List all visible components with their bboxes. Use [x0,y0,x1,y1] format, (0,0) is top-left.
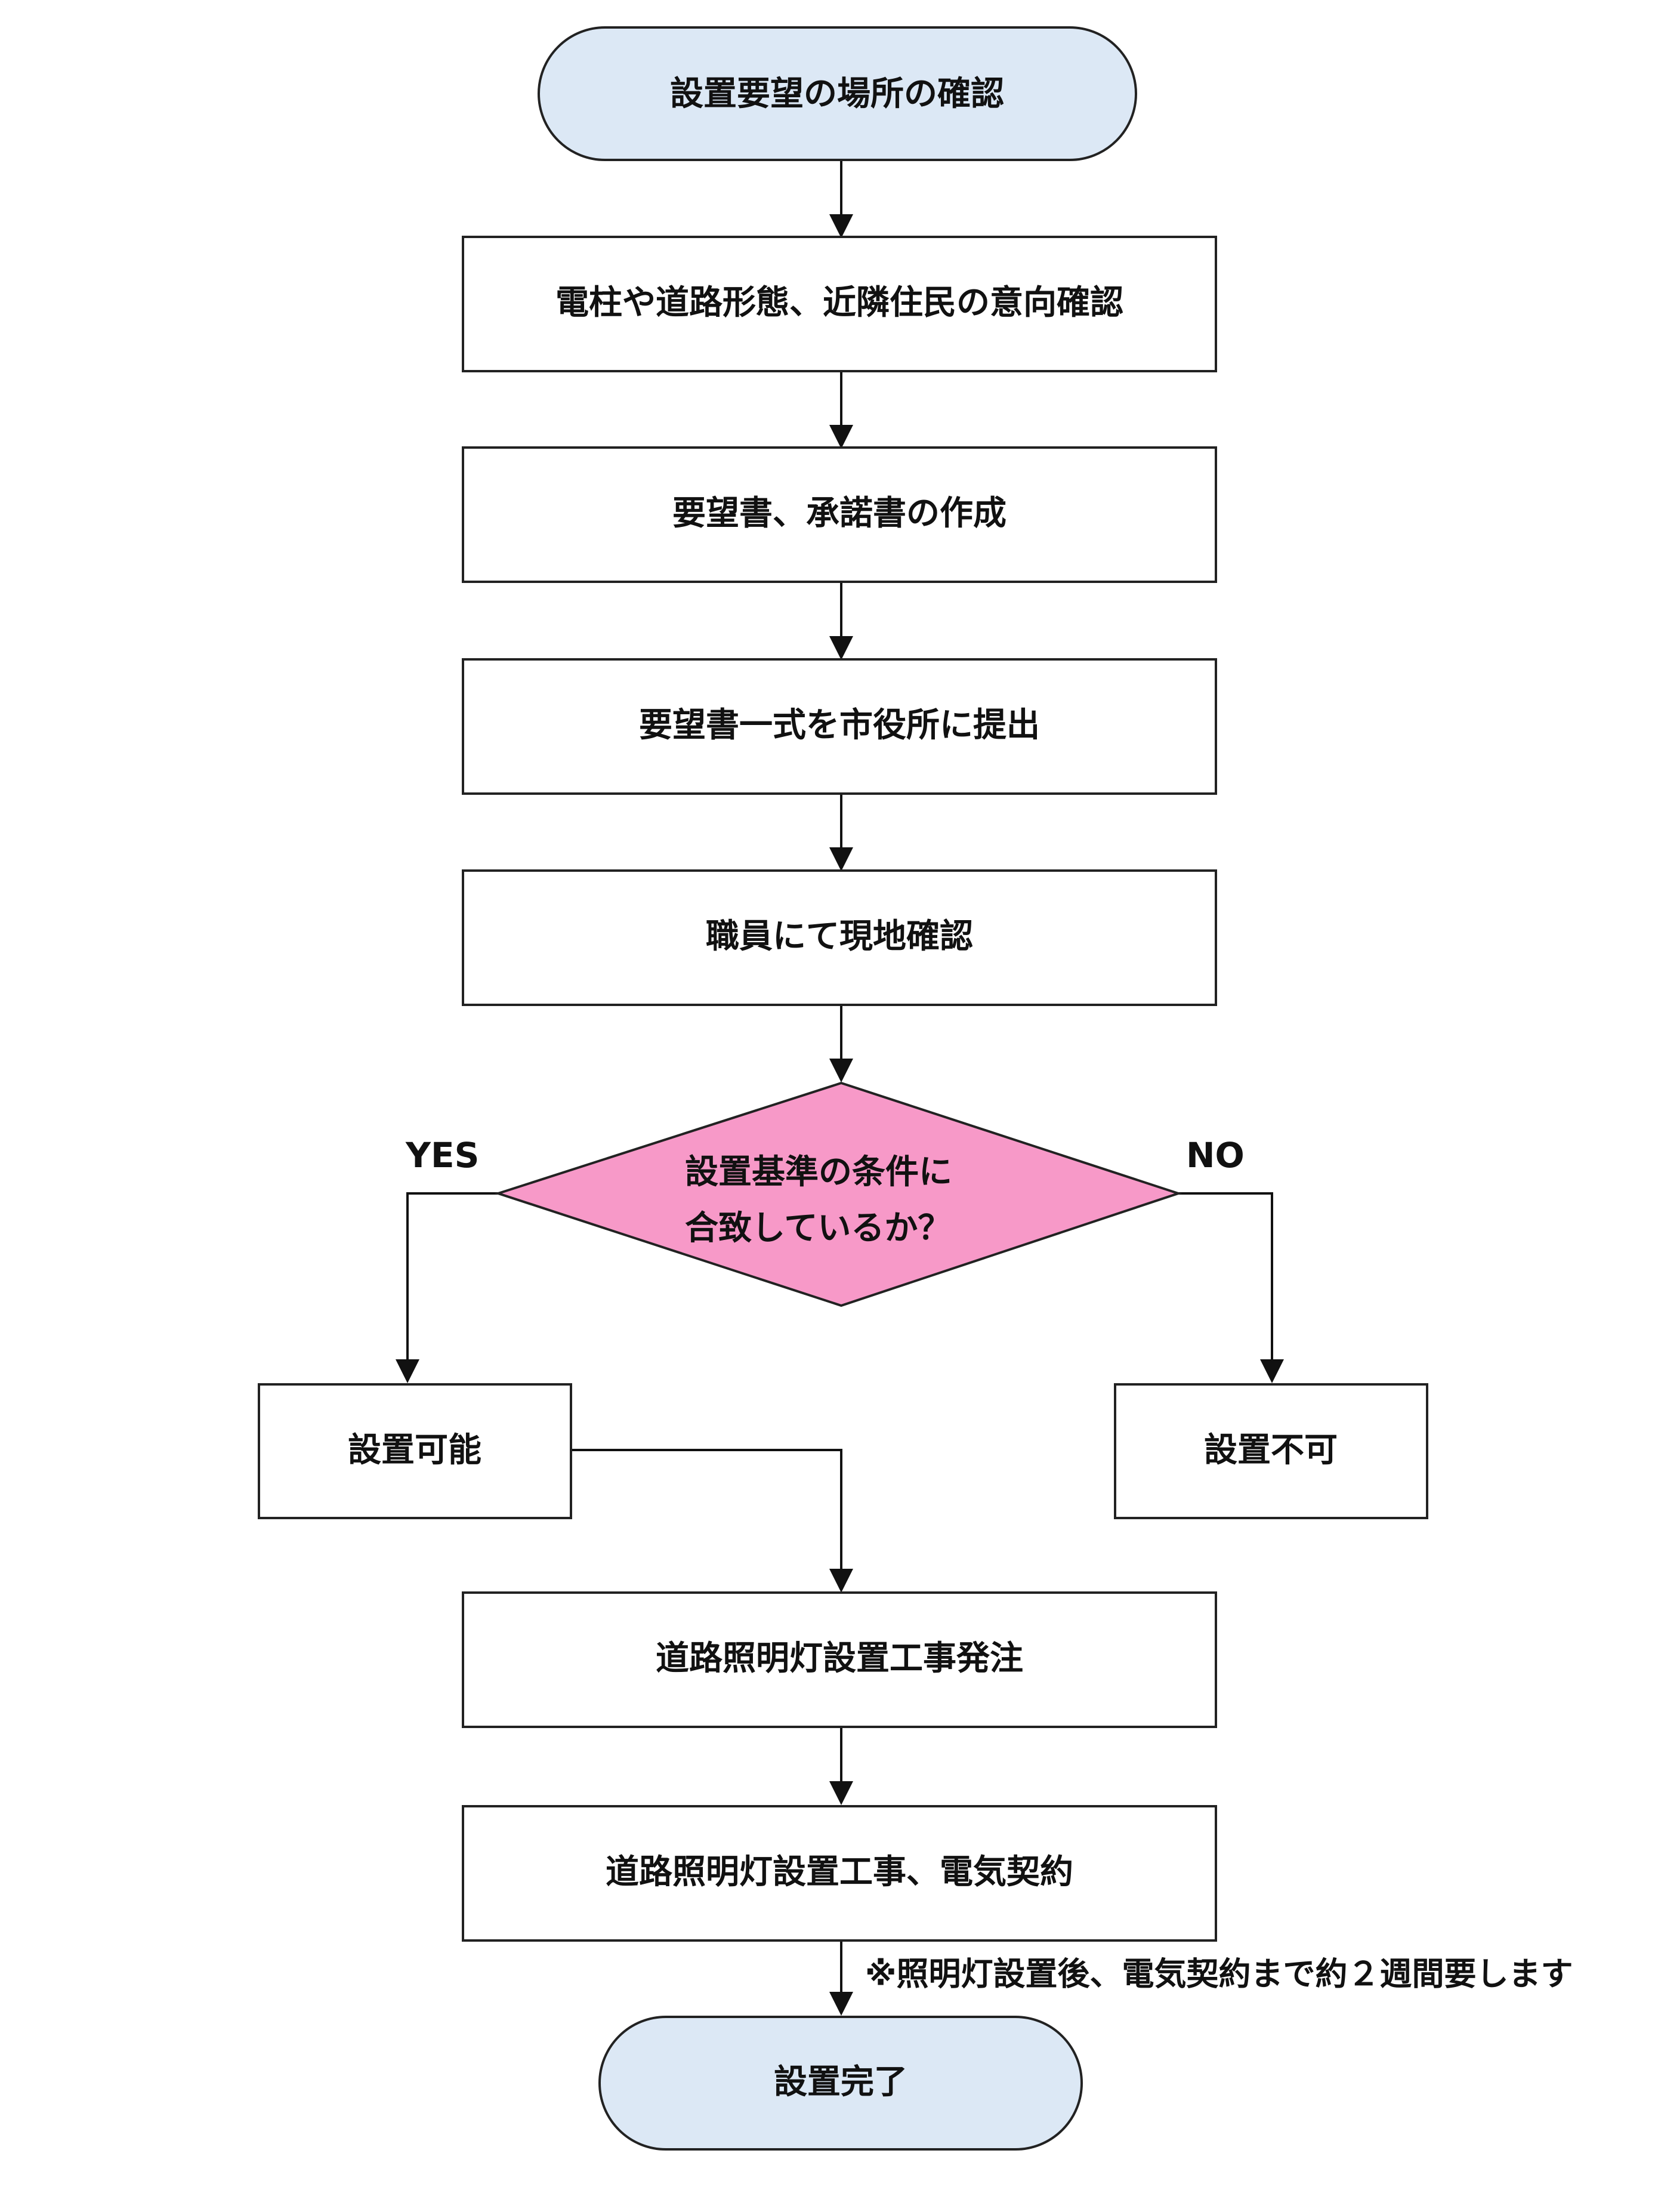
end-terminal: 設置完了 [598,2016,1083,2151]
process-step-3-box [462,658,1217,795]
process-step-4-label: 職員にて現地確認 [706,917,973,956]
start-label: 設置要望の場所の確認 [670,75,1004,113]
edge-decision-no [1178,1192,1284,1383]
process-step-1-box [462,236,1217,372]
process-step-1: 電柱や道路形態、近隣住民の意向確認 [462,236,1217,372]
process-step-4: 職員にて現地確認 [462,869,1217,1006]
start-terminal: 設置要望の場所の確認 [538,26,1137,161]
decision-node: 設置基準の条件に 合致しているか？ [494,1081,1182,1307]
process-step-3-label: 要望書一式を市役所に提出 [639,706,1040,745]
process-step-5-label: 道路照明灯設置工事発注 [656,1639,1023,1678]
process-step-1-label: 電柱や道路形態、近隣住民の意向確認 [555,283,1123,322]
edge-yes-step5 [571,1449,853,1593]
process-step-6: 道路照明灯設置工事、電気契約 [462,1805,1217,1942]
no-label: NO [1186,1135,1245,1176]
process-step-2: 要望書、承諾書の作成 [462,446,1217,583]
note-text: ※照明灯設置後、電気契約まで約２週間要します [865,1955,1573,1993]
no-outcome: 設置不可 [1114,1383,1428,1519]
edge-decision-yes [396,1192,498,1383]
decision-diamond [494,1081,1182,1307]
yes-outcome-label: 設置可能 [348,1431,481,1470]
process-step-6-label: 道路照明灯設置工事、電気契約 [606,1853,1073,1892]
start-terminal-shape [538,26,1137,161]
end-terminal-shape [598,2016,1083,2151]
yes-label: YES [405,1135,479,1176]
process-step-5-box [462,1591,1217,1728]
yes-outcome: 設置可能 [258,1383,572,1519]
process-step-2-box [462,446,1217,583]
no-outcome-box [1114,1383,1428,1519]
yes-outcome-box [258,1383,572,1519]
process-step-2-label: 要望書、承諾書の作成 [672,494,1006,533]
end-label: 設置完了 [774,2063,907,2102]
process-step-3: 要望書一式を市役所に提出 [462,658,1217,795]
process-step-5: 道路照明灯設置工事発注 [462,1591,1217,1728]
decision-label-line2: 合致しているか？ [685,1209,951,1248]
decision-label-line1: 設置基準の条件に [685,1153,952,1192]
process-step-6-box [462,1805,1217,1942]
no-outcome-label: 設置不可 [1204,1431,1338,1470]
process-step-4-box [462,869,1217,1006]
